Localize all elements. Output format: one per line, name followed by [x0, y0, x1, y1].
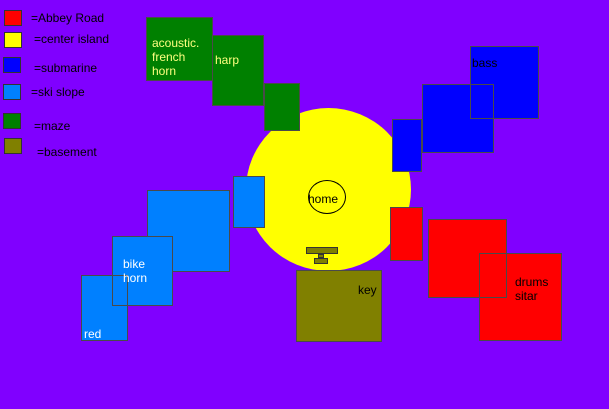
legend-label-maze: =maze — [34, 119, 71, 133]
abbey-road-overlap-outline — [428, 219, 507, 298]
acoustic-french-horn-label: acoustic. french horn — [152, 36, 200, 78]
legend-label-submarine: =submarine — [34, 61, 98, 75]
maze-room-acoustic[interactable] — [146, 17, 213, 81]
submarine-room-connector[interactable] — [392, 119, 422, 172]
key-label: key — [358, 283, 377, 297]
submarine-overlap-outline — [422, 84, 494, 153]
maze-room-harp[interactable] — [212, 35, 264, 106]
legend-swatch-basement — [4, 138, 22, 154]
stairs-top — [306, 247, 338, 254]
legend-label-ski-slope: =ski slope — [31, 85, 85, 99]
stairs-mid — [318, 254, 324, 258]
legend-label-center-island: =center island — [34, 32, 110, 46]
maze-room-connector[interactable] — [264, 83, 300, 131]
legend-swatch-submarine — [3, 57, 21, 73]
home-ring — [308, 180, 346, 214]
submarine-room-bass[interactable] — [470, 46, 539, 119]
red-label: red — [84, 327, 102, 341]
ski-slope-room-red[interactable] — [81, 275, 128, 341]
legend-swatch-ski-slope — [3, 84, 21, 100]
bike-horn-label: bike horn — [123, 257, 148, 285]
basement-room[interactable] — [296, 270, 382, 342]
abbey-road-room-connector[interactable] — [390, 207, 423, 261]
ski-slope-room-connector[interactable] — [233, 176, 265, 228]
bass-label: bass — [472, 56, 498, 70]
harp-label: harp — [215, 53, 240, 67]
legend-swatch-maze — [3, 113, 21, 129]
legend-label-basement: =basement — [37, 145, 97, 159]
legend-label-abbey-road: =Abbey Road — [31, 11, 105, 25]
stairs-bottom — [314, 258, 328, 264]
legend-swatch-center-island — [4, 32, 22, 48]
legend-swatch-abbey-road — [4, 10, 22, 26]
drums-sitar-label: drums sitar — [515, 275, 549, 303]
home-label: home — [308, 192, 339, 206]
ski-slope-overlap-outline — [112, 236, 173, 306]
